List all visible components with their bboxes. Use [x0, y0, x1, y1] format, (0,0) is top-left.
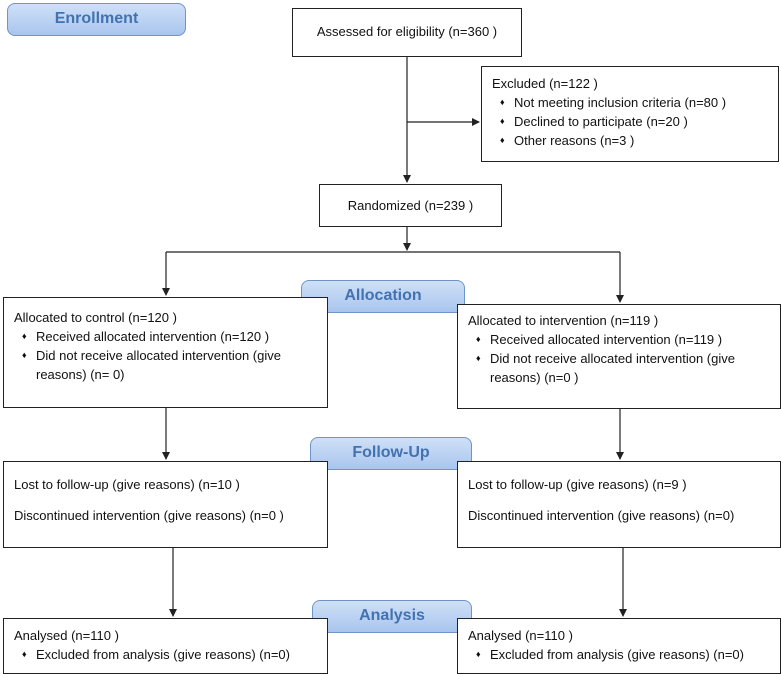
stage-allocation: Allocation	[301, 280, 465, 313]
intervention-lost-text: Lost to follow-up (give reasons) (n=9 )	[468, 477, 687, 492]
stage-enrollment: Enrollment	[7, 3, 186, 36]
intervention-allocation-title: Allocated to intervention (n=119 )	[468, 313, 659, 328]
randomized-text: Randomized (n=239 )	[347, 198, 474, 213]
intervention-follow-up-box: Lost to follow-up (give reasons) (n=9 ) …	[457, 461, 781, 548]
control-received-item: Received allocated intervention (n=120 )	[14, 327, 317, 346]
excluded-box: Excluded (n=122 ) Not meeting inclusion …	[481, 66, 779, 162]
control-excluded-analysis-item: Excluded from analysis (give reasons) (n…	[14, 645, 317, 664]
stage-analysis: Analysis	[312, 600, 472, 633]
control-not-received-item: Did not receive allocated intervention (…	[14, 346, 317, 384]
control-allocation-box: Allocated to control (n=120 ) Received a…	[3, 297, 328, 408]
intervention-excluded-analysis-item: Excluded from analysis (give reasons) (n…	[468, 645, 770, 664]
stage-follow-up: Follow-Up	[310, 437, 472, 470]
randomized-box: Randomized (n=239 )	[319, 184, 502, 227]
intervention-analysis-box: Analysed (n=110 ) Excluded from analysis…	[457, 618, 781, 674]
excluded-item: Declined to participate (n=20 )	[492, 112, 768, 131]
assessed-box: Assessed for eligibility (n=360 )	[292, 8, 522, 57]
intervention-received-item: Received allocated intervention (n=119 )	[468, 330, 770, 349]
intervention-analysed-title: Analysed (n=110 )	[468, 628, 573, 643]
control-lost-text: Lost to follow-up (give reasons) (n=10 )	[14, 477, 240, 492]
control-analysed-title: Analysed (n=110 )	[14, 628, 119, 643]
intervention-not-received-item: Did not receive allocated intervention (…	[468, 349, 770, 387]
control-discontinued-text: Discontinued intervention (give reasons)…	[14, 508, 284, 523]
excluded-title: Excluded (n=122 )	[492, 76, 598, 91]
assessed-text: Assessed for eligibility (n=360 )	[316, 24, 498, 39]
excluded-item: Not meeting inclusion criteria (n=80 )	[492, 93, 768, 112]
control-allocation-title: Allocated to control (n=120 )	[14, 310, 177, 325]
intervention-allocation-box: Allocated to intervention (n=119 ) Recei…	[457, 304, 781, 409]
excluded-item: Other reasons (n=3 )	[492, 131, 768, 150]
intervention-discontinued-text: Discontinued intervention (give reasons)…	[468, 508, 735, 523]
control-follow-up-box: Lost to follow-up (give reasons) (n=10 )…	[3, 461, 328, 548]
control-analysis-box: Analysed (n=110 ) Excluded from analysis…	[3, 618, 328, 674]
excluded-reasons: Not meeting inclusion criteria (n=80 ) D…	[492, 93, 768, 150]
